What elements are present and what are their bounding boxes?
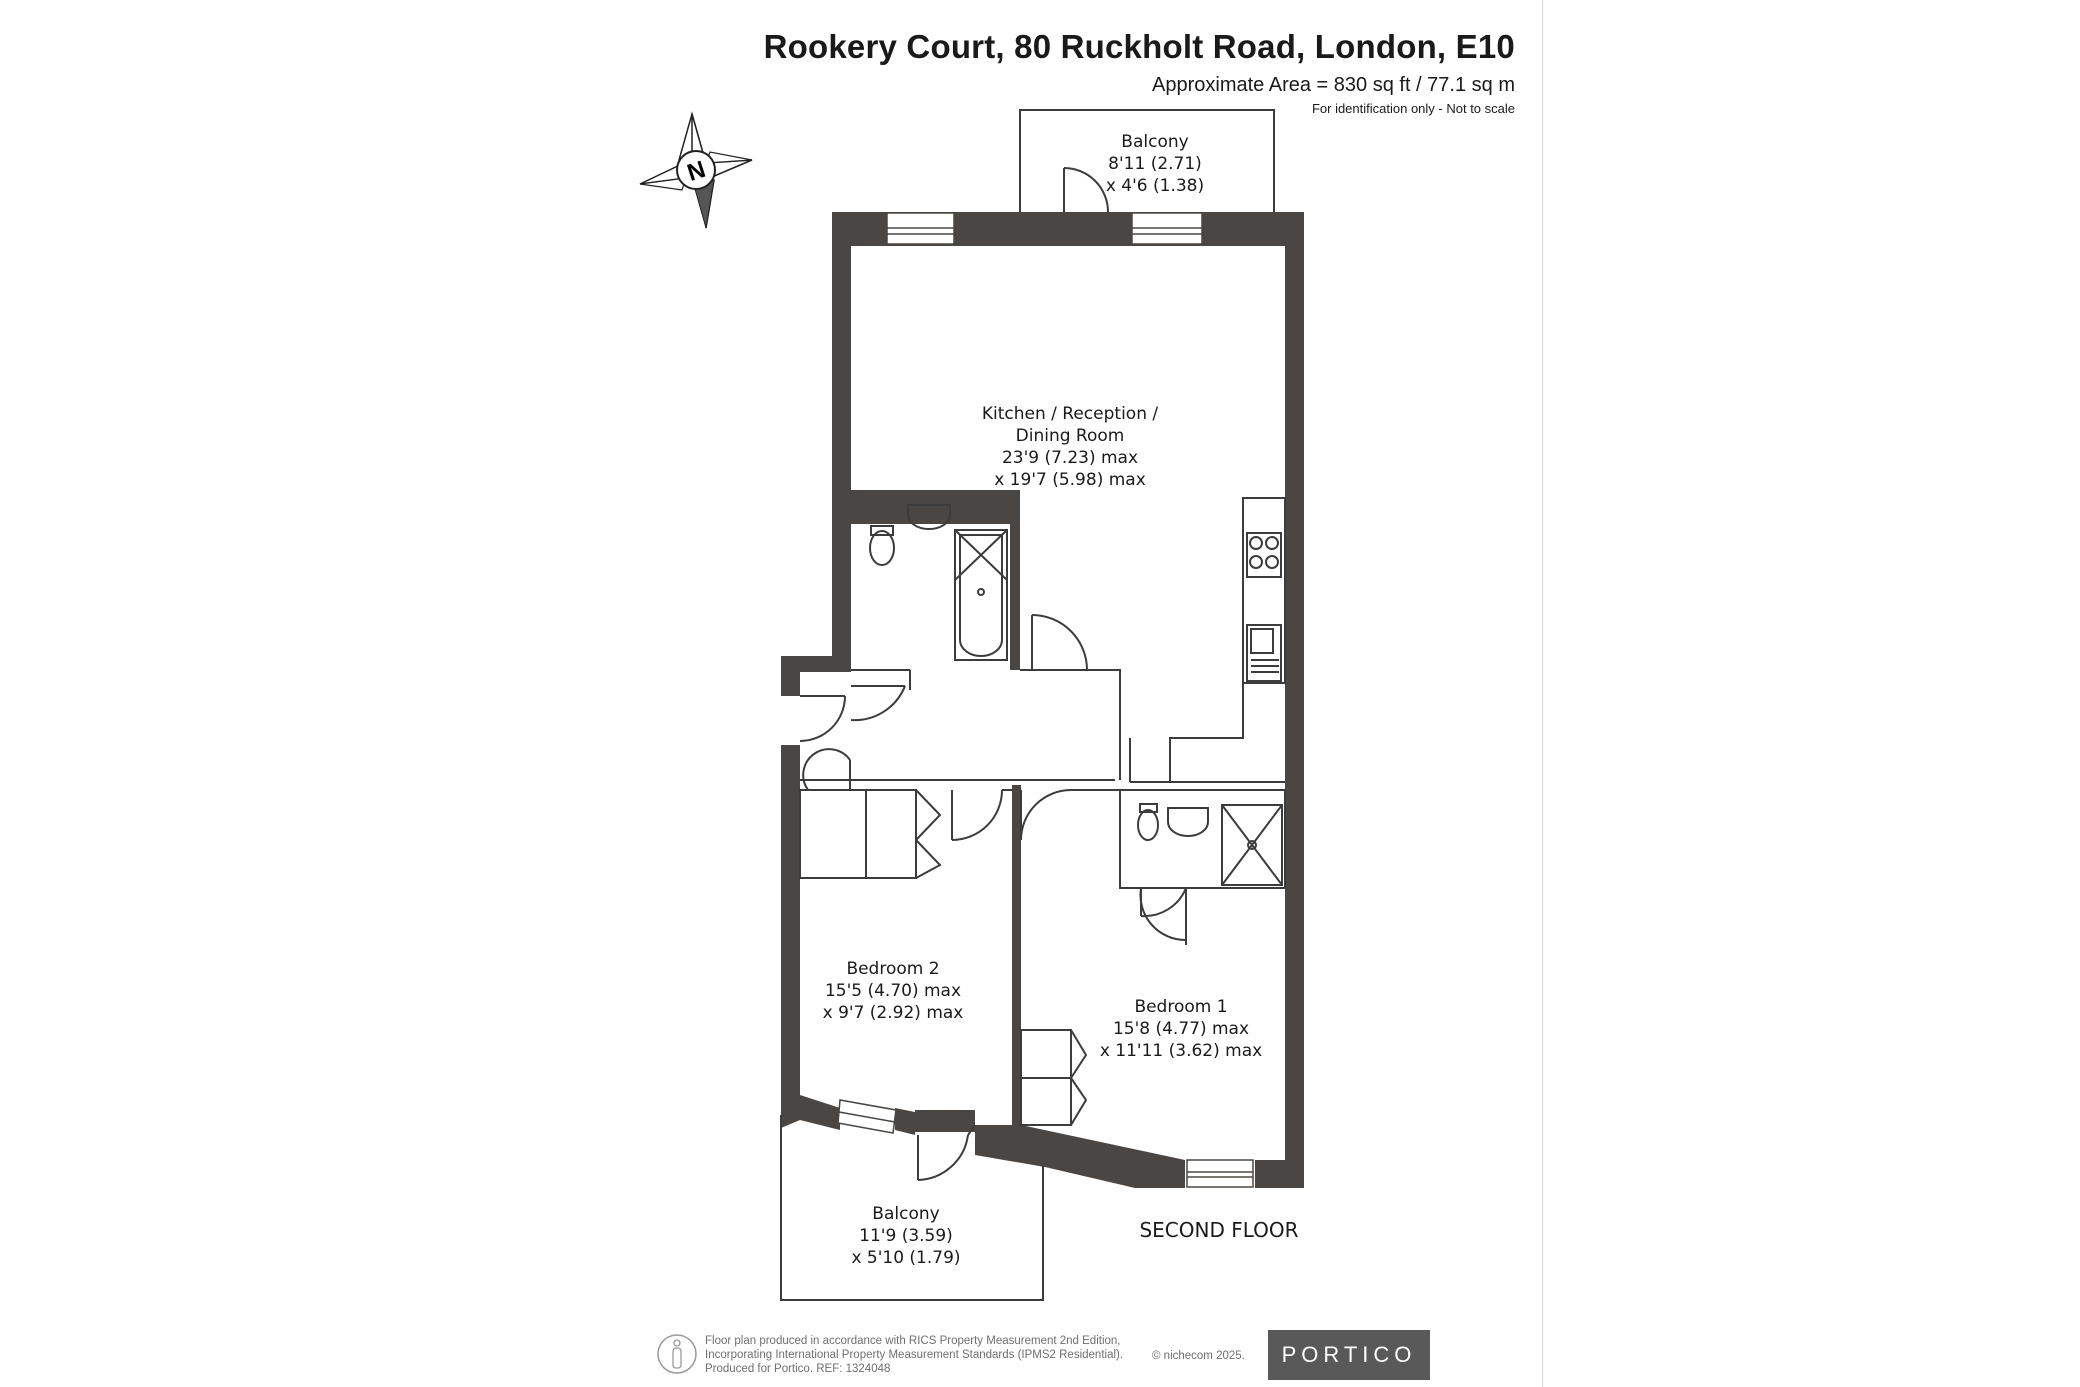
compass-icon: N bbox=[639, 111, 753, 229]
approximate-area: Approximate Area = 830 sq ft / 77.1 sq m bbox=[1152, 74, 1515, 96]
bedroom2-dim2: x 9'7 (2.92) max bbox=[823, 1003, 964, 1023]
measurement-standard-icon bbox=[657, 1334, 697, 1374]
floor-label: SECOND FLOOR bbox=[1139, 1218, 1298, 1242]
bedroom1-name: Bedroom 1 bbox=[1134, 997, 1227, 1017]
balcony-top-name: Balcony bbox=[1121, 132, 1188, 152]
bedroom1-dim1: 15'8 (4.77) max bbox=[1113, 1019, 1249, 1039]
scale-disclaimer: For identification only - Not to scale bbox=[1311, 101, 1515, 116]
room-labels: Balcony 8'11 (2.71) x 4'6 (1.38) Kitchen… bbox=[823, 132, 1299, 1268]
footer-disclaimer: Floor plan produced in accordance with R… bbox=[705, 1334, 1123, 1376]
balcony-top-dim2: x 4'6 (1.38) bbox=[1106, 176, 1204, 196]
balcony-top-dim1: 8'11 (2.71) bbox=[1108, 154, 1202, 174]
balcony-bottom-dim2: x 5'10 (1.79) bbox=[851, 1248, 960, 1268]
interior-lines bbox=[780, 109, 1286, 1301]
bedroom1-dim2: x 11'11 (3.62) max bbox=[1100, 1041, 1262, 1061]
balcony-bottom-dim1: 11'9 (3.59) bbox=[859, 1226, 953, 1246]
property-title: Rookery Court, 80 Ruckholt Road, London,… bbox=[763, 28, 1515, 65]
portico-logo: PORTICO bbox=[1268, 1330, 1430, 1380]
kitchen-dim2: x 19'7 (5.98) max bbox=[994, 470, 1146, 490]
footer-line-2: Incorporating International Property Mea… bbox=[705, 1349, 1124, 1361]
kitchen-name1: Kitchen / Reception / bbox=[982, 404, 1158, 424]
balcony-bottom-name: Balcony bbox=[872, 1204, 939, 1224]
windows bbox=[837, 212, 1254, 1188]
kitchen-dim1: 23'9 (7.23) max bbox=[1002, 448, 1138, 468]
bedroom2-name: Bedroom 2 bbox=[846, 959, 939, 979]
bedroom2-dim1: 15'5 (4.70) max bbox=[825, 981, 961, 1001]
footer-line-3: Produced for Portico. REF: 1324048 bbox=[705, 1363, 891, 1375]
kitchen-name2: Dining Room bbox=[1016, 426, 1125, 446]
page-divider-line bbox=[1542, 0, 1543, 1387]
copyright: © nichecom 2025. bbox=[1152, 1350, 1245, 1362]
header: Rookery Court, 80 Ruckholt Road, London,… bbox=[764, 28, 1515, 116]
footer-line-1: Floor plan produced in accordance with R… bbox=[705, 1335, 1121, 1347]
